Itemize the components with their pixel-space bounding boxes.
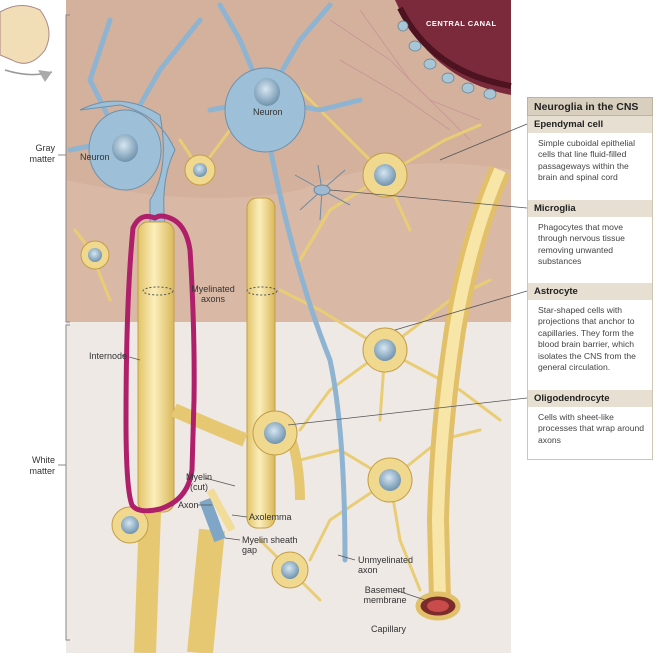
myelinated-axon-right — [246, 197, 276, 529]
astrocyte-heading: Astrocyte — [527, 283, 653, 300]
basement-membrane-label: Basement membrane — [363, 585, 407, 606]
white-matter-label: White matter — [29, 455, 55, 476]
astrocyte-description: Star-shaped cells with projections that … — [527, 300, 653, 390]
panel-title: Neuroglia in the CNS — [527, 97, 653, 116]
myelinated-axons-label: Myelinated axons — [191, 284, 235, 305]
microglia-cell — [294, 164, 351, 221]
ependymal-cells — [397, 20, 497, 100]
neuron-body-right — [224, 67, 306, 153]
oligodendrocyte-heading: Oligodendrocyte — [527, 390, 653, 407]
gray-matter-label: Gray matter — [29, 143, 55, 164]
central-canal — [395, 0, 511, 95]
microglia-heading: Microglia — [527, 200, 653, 217]
capillary-label: Capillary — [371, 624, 407, 634]
region-brackets — [58, 14, 70, 641]
annotation-highlight-loop — [123, 213, 197, 514]
myelinated-axon-left — [137, 221, 175, 513]
central-canal-label: CENTRAL CANAL — [426, 19, 497, 28]
axon-label: Axon — [178, 500, 199, 510]
microglia-description: Phagocytes that move through nervous tis… — [527, 217, 653, 283]
myelin-sheath-gap-label: Myelin sheath gap — [242, 535, 298, 556]
oligodendrocyte-description: Cells with sheet-like processes that wra… — [527, 407, 653, 459]
ependymal-heading: Ependymal cell — [527, 116, 653, 133]
leader-lines — [121, 123, 528, 601]
internode-label: Internode — [89, 351, 128, 361]
glial-nuclei — [80, 152, 413, 589]
neuron-label-left: Neuron — [80, 152, 110, 162]
axolemma-label: Axolemma — [249, 512, 292, 522]
neuron-label-right: Neuron — [253, 107, 283, 117]
myelin-cut-label: Myelin (cut) — [185, 472, 212, 493]
unmyelinated-axon-label: Unmyelinated axon — [358, 555, 414, 576]
ependymal-description: Simple cuboidal epithelial cells that li… — [527, 133, 653, 200]
